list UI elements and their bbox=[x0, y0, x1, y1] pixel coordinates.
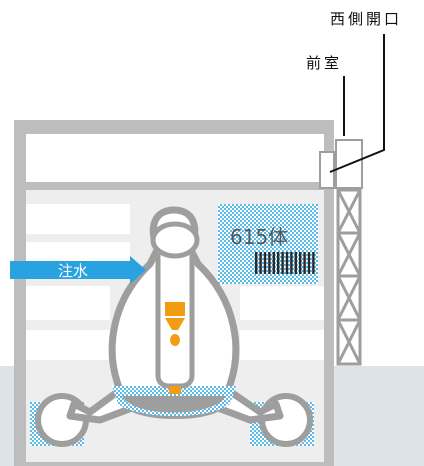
fuel-bundle-bar bbox=[290, 252, 293, 274]
fuel-bundle-bar bbox=[259, 252, 262, 274]
pedestal bbox=[122, 396, 226, 413]
fuel-bundle-bar bbox=[255, 252, 258, 274]
water-injection-arrow bbox=[10, 256, 146, 284]
fuel-bundle-bar bbox=[285, 252, 289, 274]
fuel-bundle-bar bbox=[294, 252, 297, 274]
fuel-bundle-bar bbox=[268, 252, 271, 274]
fuel-count-label: 615体 bbox=[230, 225, 288, 249]
fuel-debris bbox=[165, 302, 185, 394]
fuel-bundle-bar bbox=[277, 252, 280, 274]
leader-lines bbox=[329, 34, 385, 173]
fuel-bundle-bar bbox=[299, 252, 302, 274]
fuel-bundle-bar bbox=[307, 252, 311, 274]
support-tower bbox=[336, 188, 362, 366]
operating-floor bbox=[26, 134, 324, 182]
fuel-bundle-bar bbox=[312, 252, 315, 274]
fuel-bundle-bar bbox=[281, 252, 284, 274]
anteroom-label: 前室 bbox=[306, 54, 342, 72]
fuel-bundle-bar bbox=[272, 252, 275, 274]
west-opening-label: 西側開口 bbox=[330, 10, 402, 28]
fuel-bundle-bar bbox=[303, 252, 306, 274]
water-injection-label: 注水 bbox=[58, 262, 88, 280]
fuel-bundle-bar bbox=[263, 252, 267, 274]
fuel-bundles bbox=[255, 252, 315, 274]
